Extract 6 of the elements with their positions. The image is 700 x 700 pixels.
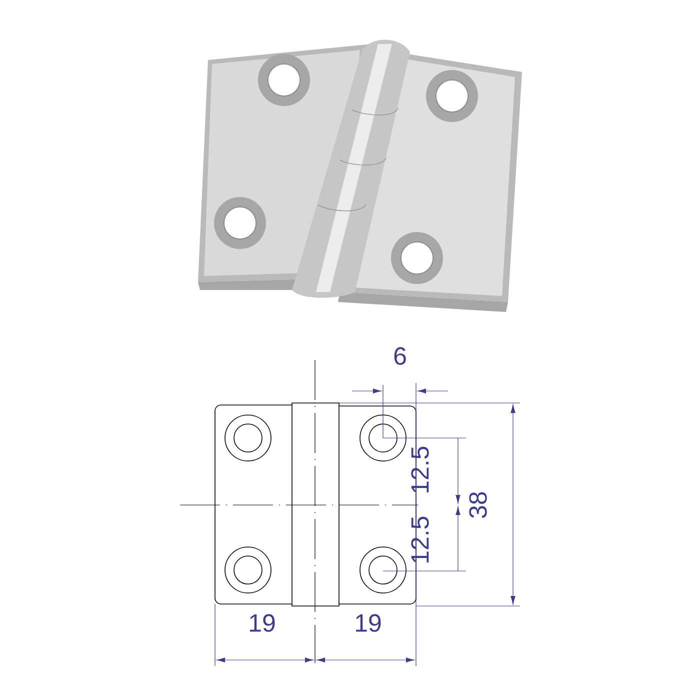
dimension-label: 19	[250, 614, 275, 632]
dimension-label: 38	[469, 492, 487, 518]
dimension-label: 19	[356, 614, 381, 632]
dimension-label: 12.5	[411, 516, 429, 562]
dimension-label: 6	[394, 347, 406, 365]
dimension-label: 12.5	[411, 446, 429, 492]
